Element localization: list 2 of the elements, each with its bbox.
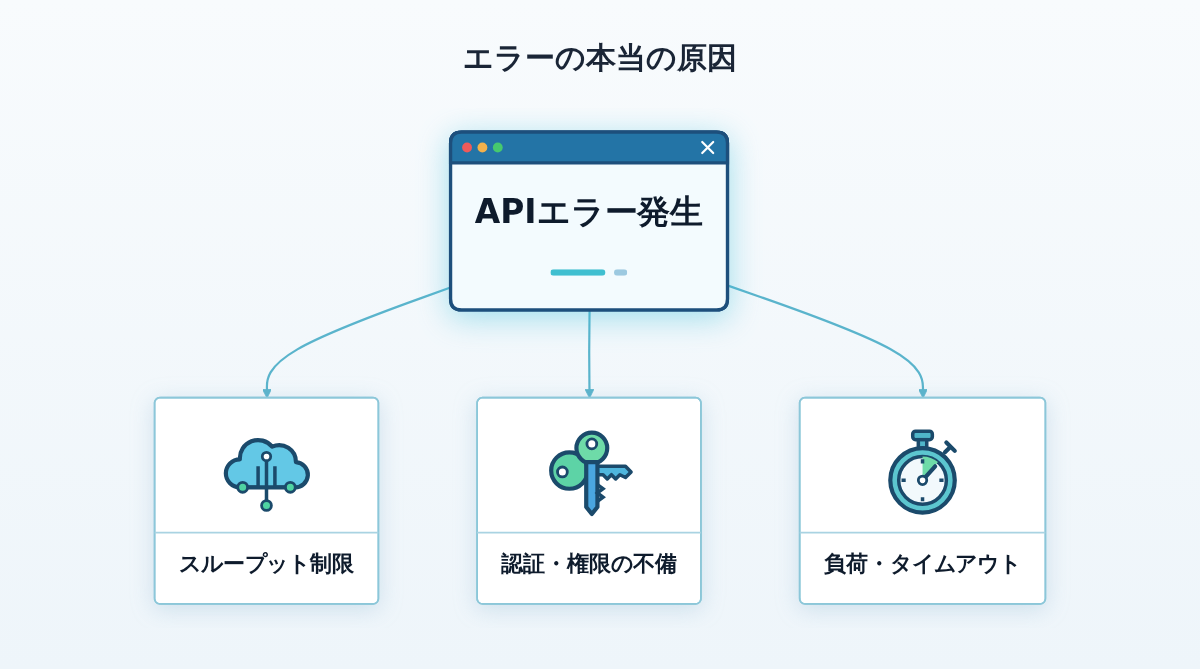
diagram-title: エラーの本当の原因 xyxy=(463,39,737,77)
arrow xyxy=(584,310,595,399)
